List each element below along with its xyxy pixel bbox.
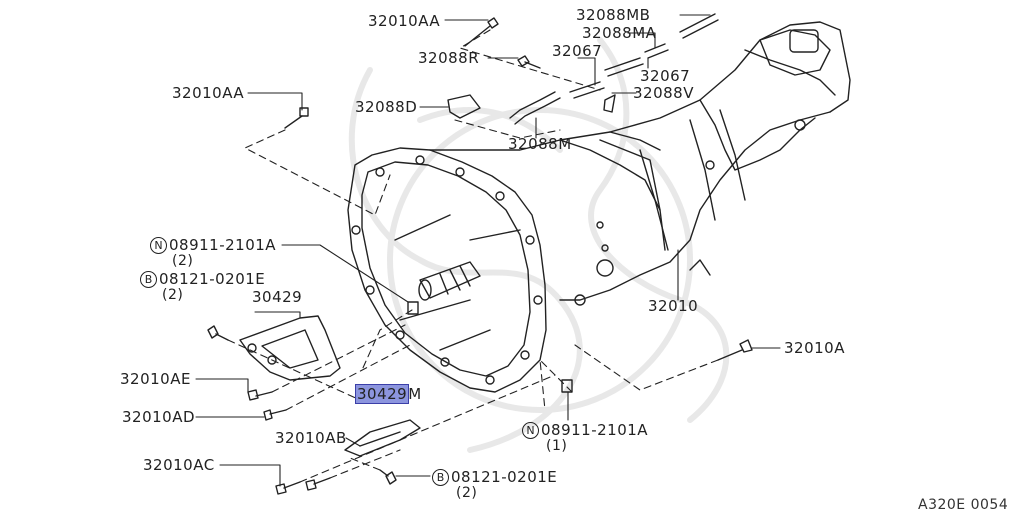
label-08911-top-qty: (2): [172, 253, 194, 269]
label-08121-bottom-code: 08121-0201E: [451, 468, 558, 486]
label-32010ad: 32010AD: [122, 408, 196, 426]
label-32010ae: 32010AE: [120, 370, 191, 388]
b-marker-icon: B: [140, 271, 157, 288]
leader-lines: [195, 14, 781, 487]
label-32010a: 32010A: [784, 339, 845, 357]
label-30429: 30429: [252, 288, 303, 306]
label-08911-top-code: 08911-2101A: [169, 236, 277, 254]
label-08121-top-code: 08121-0201E: [159, 270, 266, 288]
label-08121-bottom-qty: (2): [456, 485, 478, 501]
label-30429m-suffix: M: [408, 385, 422, 403]
bolts: [207, 17, 753, 495]
n-marker-icon: N: [150, 237, 167, 254]
assembly-lines: [227, 29, 719, 483]
bracket-30429m: [344, 419, 421, 457]
label-08911-bottom-qty: (1): [546, 438, 568, 454]
label-30429m[interactable]: 30429M: [354, 384, 422, 404]
label-32067-a: 32067: [552, 42, 603, 60]
label-32067-b: 32067: [640, 67, 691, 85]
transmission-case: [347, 21, 851, 393]
label-08911-bottom-code: 08911-2101A: [541, 421, 649, 439]
label-32088r: 32088R: [418, 49, 480, 67]
label-32010: 32010: [648, 297, 699, 315]
n-marker-icon: N: [522, 422, 539, 439]
label-32088m: 32088M: [508, 135, 572, 153]
watermark: [348, 37, 730, 453]
label-32010aa-left: 32010AA: [172, 84, 245, 102]
label-32088ma: 32088MA: [582, 24, 657, 42]
label-32088v: 32088V: [633, 84, 694, 102]
b-marker-icon: B: [432, 469, 449, 486]
label-30429m-highlight[interactable]: 30429: [354, 384, 410, 404]
label-08121-top-qty: (2): [162, 287, 184, 303]
label-32010aa-top: 32010AA: [368, 12, 441, 30]
diagram-code: A320E 0054: [918, 497, 1009, 513]
bracket-30429: [239, 315, 341, 381]
label-32088mb: 32088MB: [576, 6, 651, 24]
label-32010ab: 32010AB: [275, 429, 347, 447]
label-32088d: 32088D: [355, 98, 418, 116]
label-32010ac: 32010AC: [143, 456, 215, 474]
